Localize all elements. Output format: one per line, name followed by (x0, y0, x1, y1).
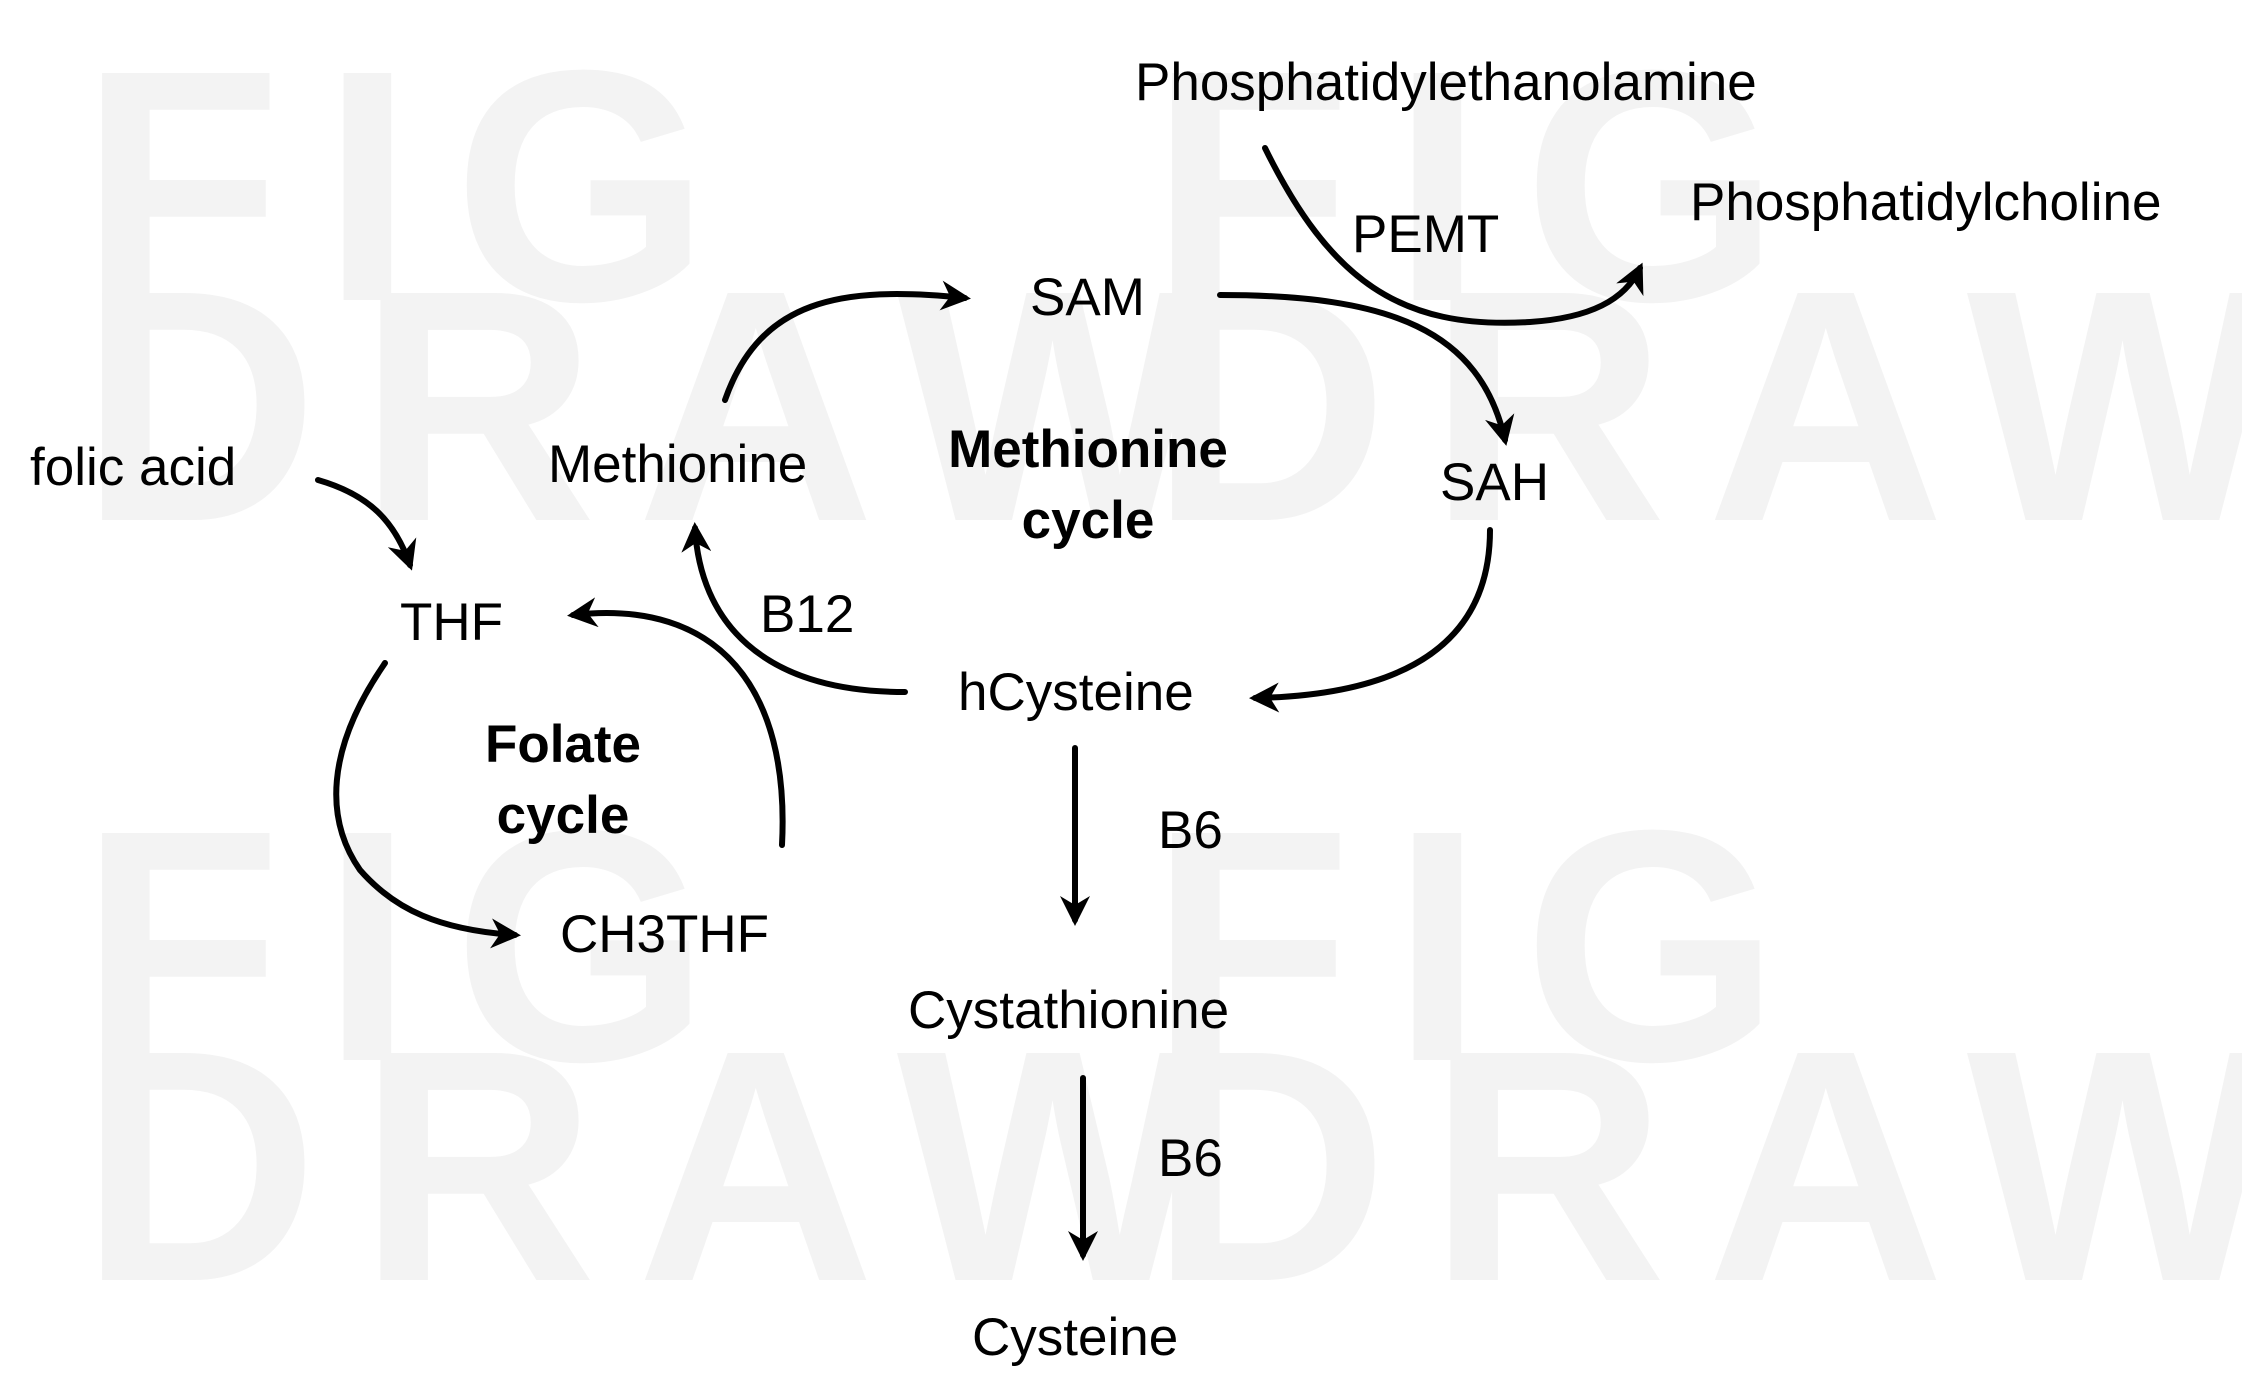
watermark-word-bottom-4: DRAW (1150, 981, 2242, 1350)
arrow-methionine-to-sam (722, 280, 971, 403)
node-sah: SAH (1440, 453, 1549, 512)
methionine-cycle-label-line2: cycle (1022, 491, 1155, 550)
node-phosphatidylethanolamine: Phosphatidylethanolamine (1135, 53, 1757, 112)
folate-cycle-label-line1: Folate (485, 715, 641, 774)
watermark-word-bottom-2: DRAW (1150, 221, 2242, 590)
node-cysteine: Cysteine (972, 1308, 1178, 1367)
node-sam: SAM (1030, 268, 1145, 327)
arrow-pe-to-pc (1262, 145, 1644, 326)
methionine-cycle-label-line1: Methionine (948, 420, 1228, 479)
folate-cycle-label-line2: cycle (497, 786, 630, 845)
cycle-labels: Methionine cycle Folate cycle (485, 420, 1228, 845)
enzyme-label-pemt: PEMT (1352, 205, 1499, 264)
arrow-hcysteine-to-methionine (681, 522, 908, 695)
arrow-folicacid-to-thf (315, 477, 417, 571)
node-cystathionine: Cystathionine (908, 981, 1229, 1040)
node-phosphatidylcholine: Phosphatidylcholine (1690, 173, 2161, 232)
arrows (315, 145, 1644, 1261)
watermark: FIG FIG DRAW DRAW FIG FIG DRAW DRAW (80, 1, 2242, 1350)
watermark-word-bottom-1: DRAW (80, 221, 1248, 590)
arrow-ch3thf-to-thf (567, 597, 786, 848)
watermark-word-top-1: FIG (80, 1, 750, 370)
enzyme-labels: PEMT B12 B6 B6 (760, 205, 1499, 1188)
watermark-word-top-4: FIG (1150, 761, 1820, 1130)
watermark-word-bottom-3: DRAW (80, 981, 1248, 1350)
node-folic-acid: folic acid (30, 438, 236, 497)
node-methionine: Methionine (548, 435, 807, 494)
node-hcysteine: hCysteine (958, 663, 1194, 722)
watermark-word-top-2: FIG (1150, 1, 1820, 370)
cofactor-label-b6-first: B6 (1158, 801, 1223, 860)
arrow-thf-to-ch3thf (333, 660, 521, 949)
watermark-word-top-3: FIG (80, 761, 750, 1130)
cofactor-label-b12: B12 (760, 585, 854, 644)
cofactor-label-b6-second: B6 (1158, 1129, 1223, 1188)
arrow-sah-to-hcysteine (1249, 527, 1493, 713)
nodes: Phosphatidylethanolamine Phosphatidylcho… (30, 53, 2161, 1367)
node-thf: THF (400, 593, 503, 652)
node-ch3thf: CH3THF (560, 905, 769, 964)
arrow-sam-to-sah (1217, 292, 1515, 446)
